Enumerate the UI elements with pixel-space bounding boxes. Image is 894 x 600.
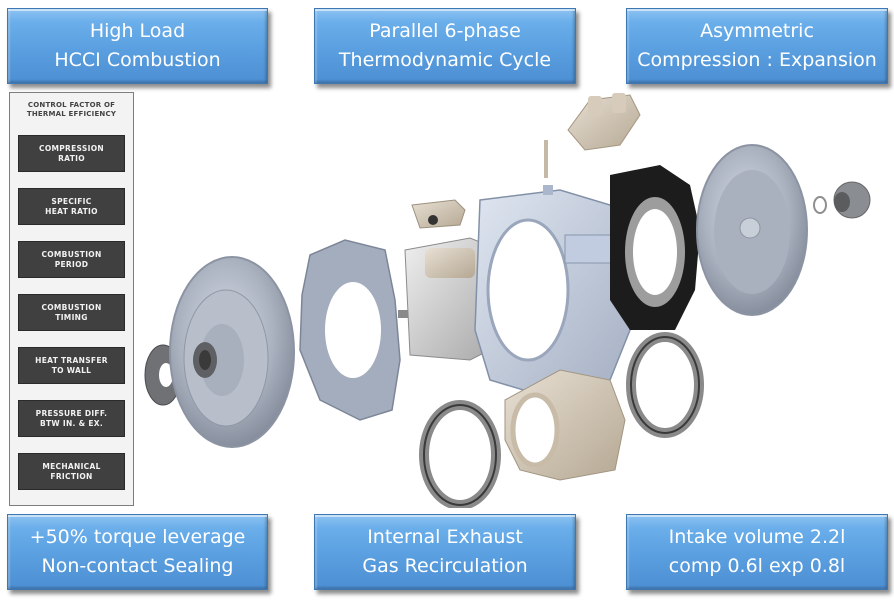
factor-label: MECHANICAL	[42, 461, 101, 471]
front-end-cover	[169, 256, 295, 448]
rear-end-cover	[696, 144, 808, 316]
feature-line: Intake volume 2.2l	[668, 526, 846, 548]
feature-line: Gas Recirculation	[362, 555, 528, 577]
factor-label: TIMING	[55, 312, 88, 322]
factor-label: RATIO	[58, 153, 85, 163]
factor-label: TO WALL	[51, 365, 92, 375]
feature-line: comp 0.6l exp 0.8l	[668, 555, 846, 577]
rotor-sleeve	[504, 369, 626, 481]
factor-label: FRICTION	[50, 471, 93, 481]
center-housing	[474, 185, 631, 396]
feature-line: Non-contact Sealing	[41, 555, 234, 577]
feature-line: Asymmetric	[700, 20, 814, 42]
seal-ring-left	[419, 400, 501, 508]
feature-box-intake-volume: Intake volume 2.2l comp 0.6l exp 0.8l	[626, 514, 888, 590]
feature-line: +50% torque leverage	[29, 526, 246, 548]
factor-combustion-timing: COMBUSTION TIMING	[18, 294, 125, 331]
feature-line: Parallel 6-phase	[369, 20, 521, 42]
factor-pressure-diff: PRESSURE DIFF. BTW IN. & EX.	[18, 400, 125, 437]
panel-title: CONTROL FACTOR OF THERMAL EFFICIENCY	[10, 101, 133, 119]
panel-title-line: CONTROL FACTOR OF	[27, 101, 116, 109]
feature-line: Thermodynamic Cycle	[338, 49, 552, 71]
front-gasket-plate	[299, 239, 401, 421]
valve-block	[411, 199, 466, 229]
injector	[544, 140, 548, 178]
factor-label: HEAT TRANSFER	[35, 355, 108, 365]
factor-label: COMBUSTION	[41, 302, 102, 312]
feature-box-asymmetric: Asymmetric Compression : Expansion	[626, 8, 888, 84]
engine-exploded-view	[144, 93, 871, 508]
feature-line: HCCI Combustion	[54, 49, 221, 71]
factor-mechanical-friction: MECHANICAL FRICTION	[18, 453, 125, 490]
factor-specific-heat-ratio: SPECIFIC HEAT RATIO	[18, 188, 125, 225]
factor-label: PERIOD	[54, 259, 89, 269]
feature-line: Internal Exhaust	[367, 526, 523, 548]
seal-ring-right	[626, 332, 704, 438]
feature-box-egr: Internal Exhaust Gas Recirculation	[314, 514, 576, 590]
feature-box-torque-sealing: +50% torque leverage Non-contact Sealing	[7, 514, 268, 590]
factor-compression-ratio: COMPRESSION RATIO	[18, 135, 125, 172]
feature-line: High Load	[89, 20, 186, 42]
factor-label: COMPRESSION	[39, 143, 104, 153]
valve-manifold	[567, 93, 641, 151]
rear-bearing-cap	[813, 181, 871, 219]
factor-combustion-period: COMBUSTION PERIOD	[18, 241, 125, 278]
feature-box-hcci: High Load HCCI Combustion	[7, 8, 268, 84]
factor-label: PRESSURE DIFF.	[35, 408, 108, 418]
feature-line: Compression : Expansion	[637, 49, 877, 71]
factor-label: SPECIFIC	[51, 196, 92, 206]
factor-label: BTW IN. & EX.	[39, 418, 104, 428]
factor-heat-transfer: HEAT TRANSFER TO WALL	[18, 347, 125, 384]
rear-gasket	[610, 165, 700, 330]
factor-label: HEAT RATIO	[45, 206, 98, 216]
panel-title-line: THERMAL EFFICIENCY	[26, 110, 117, 118]
control-factor-panel: CONTROL FACTOR OF THERMAL EFFICIENCY COM…	[9, 92, 134, 506]
feature-box-thermo-cycle: Parallel 6-phase Thermodynamic Cycle	[314, 8, 576, 84]
factor-label: COMBUSTION	[41, 249, 102, 259]
